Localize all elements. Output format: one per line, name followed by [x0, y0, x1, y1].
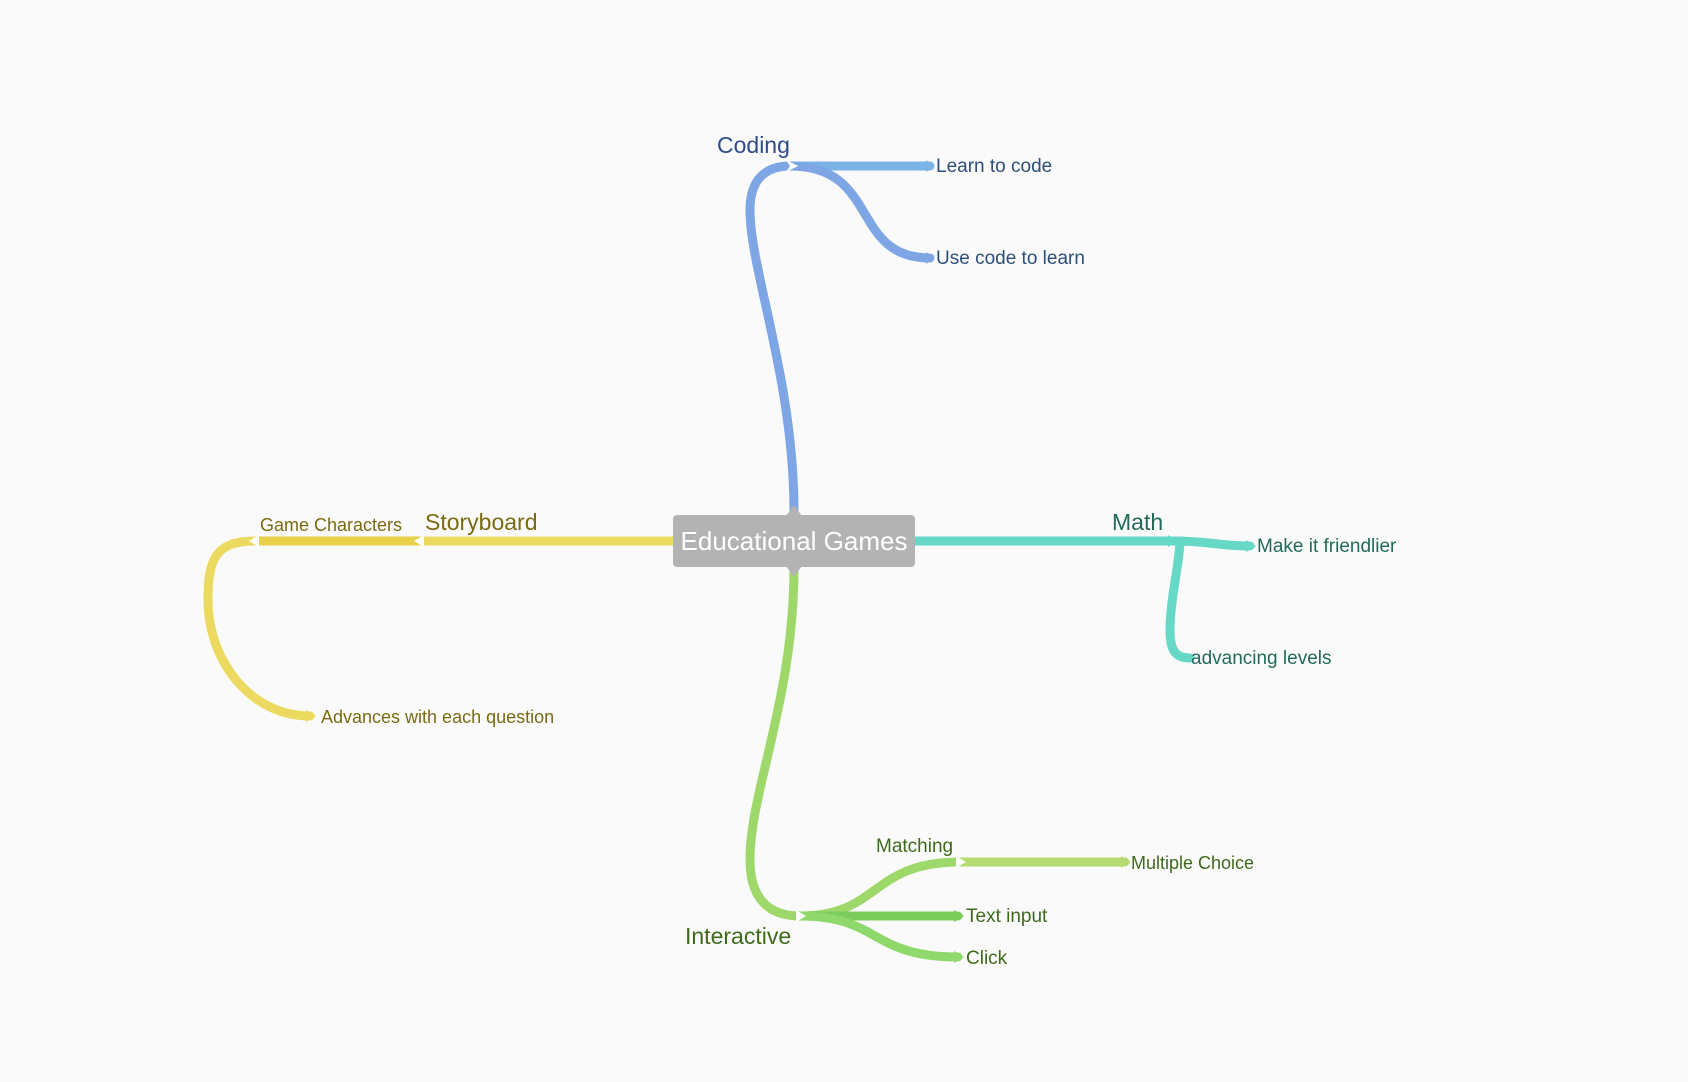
branch-storyboard[interactable]: Storyboard [425, 509, 538, 535]
matching-node-marker [956, 856, 966, 868]
node-matching[interactable]: Matching [876, 836, 954, 857]
leaf-use-code-to-learn[interactable]: Use code to learn [936, 248, 1085, 269]
click-marker [954, 951, 964, 963]
advances-leaf-marker [306, 710, 316, 722]
leaf-advancing-levels[interactable]: advancing levels [1191, 648, 1332, 669]
connector-interactive-matching [795, 857, 965, 921]
leaf-advances-with-each-question[interactable]: Advances with each question [321, 707, 555, 727]
game-characters-marker [249, 535, 259, 547]
root-node-label: Educational Games [680, 525, 908, 556]
leaf-make-it-friendlier[interactable]: Make it friendlier [1257, 536, 1397, 557]
connector-root-coding [745, 161, 799, 517]
coding-leaf-marker-2 [926, 252, 934, 264]
leaf-learn-to-code[interactable]: Learn to code [936, 156, 1053, 177]
root-node[interactable]: Educational Games [673, 515, 915, 567]
connector-root-interactive [745, 562, 805, 921]
connector-coding-use-code-to-learn [785, 161, 935, 263]
root-bottom-notch [786, 566, 802, 577]
math-leaf-marker [1246, 540, 1256, 552]
connector-interactive-click [795, 911, 963, 962]
multiple-choice-marker [1121, 856, 1131, 868]
leaf-text-input[interactable]: Text input [966, 906, 1048, 927]
branch-coding[interactable]: Coding [717, 132, 790, 158]
branch-interactive[interactable]: Interactive [685, 923, 792, 949]
text-input-marker [954, 910, 964, 922]
connector-storyboard-advances [203, 536, 315, 721]
leaf-click[interactable]: Click [966, 948, 1008, 969]
leaf-multiple-choice[interactable]: Multiple Choice [1131, 853, 1255, 873]
math-node-marker [1168, 535, 1178, 547]
interactive-node-marker [796, 910, 806, 922]
connector-math-advancing-levels [1165, 536, 1195, 663]
coding-node-marker [786, 160, 798, 172]
branch-math[interactable]: Math [1112, 509, 1164, 535]
root-top-notch [786, 505, 802, 516]
storyboard-node-marker [414, 535, 424, 547]
coding-leaf-marker [926, 160, 934, 172]
node-game-characters[interactable]: Game Characters [260, 515, 403, 535]
